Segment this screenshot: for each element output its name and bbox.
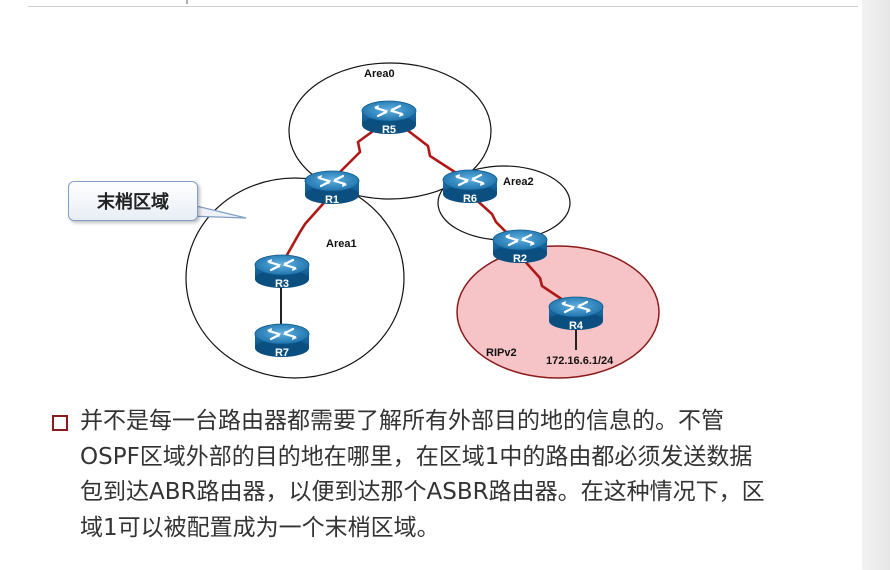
area0-boundary [288,62,492,200]
router-r1: R1 [303,169,361,206]
bullet-paragraph: 并不是每一台路由器都需要了解所有外部目的地的信息的。不管 OSPF区域外部的目的… [80,404,850,546]
area1-label: Area1 [326,238,357,250]
ripv2-label: RIPv2 [486,347,517,359]
bullet-line: 包到达ABR路由器，以便到达那个ASBR路由器。在这种情况下，区 [80,479,765,505]
bullet-line: 域1可以被配置成为一个末梢区域。 [80,514,440,541]
router-label: R4 [569,320,584,332]
router-label: R3 [275,278,289,290]
router-r3: R3 [253,253,311,290]
bullet-line: 并不是每一台路由器都需要了解所有外部目的地的信息的。不管 [80,408,724,434]
link-r1-r3 [281,195,331,263]
link-r6-r2 [471,195,515,241]
bullet-square-icon [52,415,68,431]
router-label: R7 [275,347,289,359]
router-label: R5 [382,124,396,136]
top-divider [28,6,858,7]
ospf-topology-diagram: R5 R1 R6 R2 R3 R7 R4 Area0 Area1 Area2 R… [185,62,660,379]
area2-label: Area2 [503,176,534,188]
callout-text: 末梢区域 [97,192,169,213]
link-r2-r4 [521,257,573,308]
router-r5: R5 [360,99,418,136]
area0-label: Area0 [364,68,395,80]
top-tick [186,0,188,4]
router-r6: R6 [441,168,499,205]
router-label: R6 [463,193,477,205]
router-r2: R2 [491,228,549,265]
router-r4: R4 [547,295,605,332]
bullet-line: OSPF区域外部的目的地在哪里，在区域1中的路由都必须发送数据 [80,443,753,470]
link-r5-r1 [333,124,381,179]
link-r5-r6 [401,124,465,180]
page-edge-shadow [862,0,890,570]
network-address-label: 172.16.6.1/24 [546,355,614,367]
router-label: R1 [325,194,339,206]
router-r7: R7 [253,322,311,359]
stub-area-callout: 末梢区域 [68,181,198,221]
router-label: R2 [513,253,527,265]
area1-boundary [185,177,405,379]
